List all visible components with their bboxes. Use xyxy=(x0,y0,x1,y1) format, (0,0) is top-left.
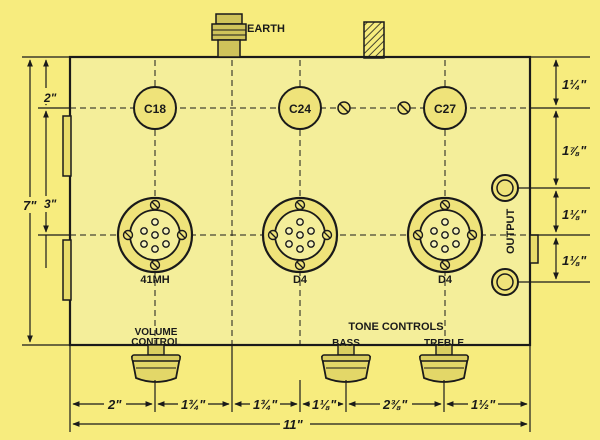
pin-hole xyxy=(307,227,315,235)
valve-socket-left xyxy=(116,196,194,274)
pin-hole xyxy=(296,245,304,253)
pin-hole xyxy=(285,240,293,248)
dim-bottom-total: 11" xyxy=(283,417,303,432)
dim-bottom-5: 2⅜" xyxy=(382,397,408,412)
screw-icon xyxy=(321,229,333,241)
screw-icon xyxy=(412,229,424,241)
pin-hole xyxy=(430,227,438,235)
valve-c24 xyxy=(278,86,322,130)
dim-bottom-6: 1½" xyxy=(471,397,496,412)
pin-hole xyxy=(140,227,148,235)
screw-icon xyxy=(294,199,306,211)
screw-icon xyxy=(149,199,161,211)
screw-icon xyxy=(294,259,306,271)
right-bracket xyxy=(529,234,539,264)
volume-label-line1: VOLUME xyxy=(135,327,178,338)
valve-c24-label: C24 xyxy=(289,102,311,116)
screw-icon xyxy=(267,229,279,241)
socket-middle-label: D4 xyxy=(293,274,308,286)
screw-icon xyxy=(337,101,351,115)
pin-hole xyxy=(441,245,449,253)
treble-label: TREBLE xyxy=(424,338,464,349)
dim-right-3: 1⅛" xyxy=(562,207,587,222)
bass-label: BASS xyxy=(332,338,360,349)
left-bracket-bottom xyxy=(62,239,72,301)
left-bracket-top xyxy=(62,115,72,177)
pin-hole xyxy=(296,231,304,239)
volume-knob[interactable] xyxy=(130,344,182,383)
screw-icon xyxy=(466,229,478,241)
valve-c18-label: C18 xyxy=(144,102,166,116)
dim-bottom-3: 1¾" xyxy=(253,397,278,412)
earth-terminal xyxy=(211,13,247,58)
dim-bottom-4: 1⅛" xyxy=(312,397,337,412)
screw-icon xyxy=(439,259,451,271)
screw-icon xyxy=(439,199,451,211)
pin-hole xyxy=(296,218,304,226)
braided-cable xyxy=(363,21,385,59)
pin-hole xyxy=(307,240,315,248)
valve-c27-label: C27 xyxy=(434,102,456,116)
dim-bottom-2: 1¾" xyxy=(181,397,206,412)
pin-hole xyxy=(151,245,159,253)
screw-icon xyxy=(122,229,134,241)
pin-hole xyxy=(151,231,159,239)
output-socket-top xyxy=(491,174,519,202)
pin-hole xyxy=(441,218,449,226)
screw-icon xyxy=(149,259,161,271)
pin-hole xyxy=(162,227,170,235)
pin-hole xyxy=(441,231,449,239)
valve-c18 xyxy=(133,86,177,130)
pin-hole xyxy=(151,218,159,226)
socket-right-label: D4 xyxy=(438,274,453,286)
output-socket-bottom xyxy=(491,268,519,296)
screw-icon xyxy=(397,101,411,115)
right-dimension-lines xyxy=(518,56,590,283)
screw-icon xyxy=(176,229,188,241)
valve-socket-middle xyxy=(261,196,339,274)
dim-right-2: 1⅞" xyxy=(562,143,587,158)
valve-c27 xyxy=(423,86,467,130)
pin-hole xyxy=(140,240,148,248)
tone-controls-label: TONE CONTROLS xyxy=(348,321,443,333)
volume-label-line2: CONTROL xyxy=(131,337,180,348)
pin-hole xyxy=(452,240,460,248)
socket-left-label: 41MH xyxy=(140,274,169,286)
earth-label: EARTH xyxy=(247,23,285,35)
valve-socket-right xyxy=(406,196,484,274)
dim-left-total: 7" xyxy=(23,198,37,213)
pin-hole xyxy=(285,227,293,235)
dim-right-1: 1¼" xyxy=(562,77,587,92)
pin-hole xyxy=(430,240,438,248)
dim-bottom-1: 2" xyxy=(107,397,122,412)
treble-knob[interactable] xyxy=(418,344,470,383)
dim-left-top: 2" xyxy=(43,91,57,105)
pin-hole xyxy=(452,227,460,235)
dim-left-mid: 3" xyxy=(44,197,57,211)
dim-right-4: 1⅛" xyxy=(562,253,587,268)
bass-knob[interactable] xyxy=(320,344,372,383)
pin-hole xyxy=(162,240,170,248)
output-label: OUTPUT xyxy=(505,209,517,255)
